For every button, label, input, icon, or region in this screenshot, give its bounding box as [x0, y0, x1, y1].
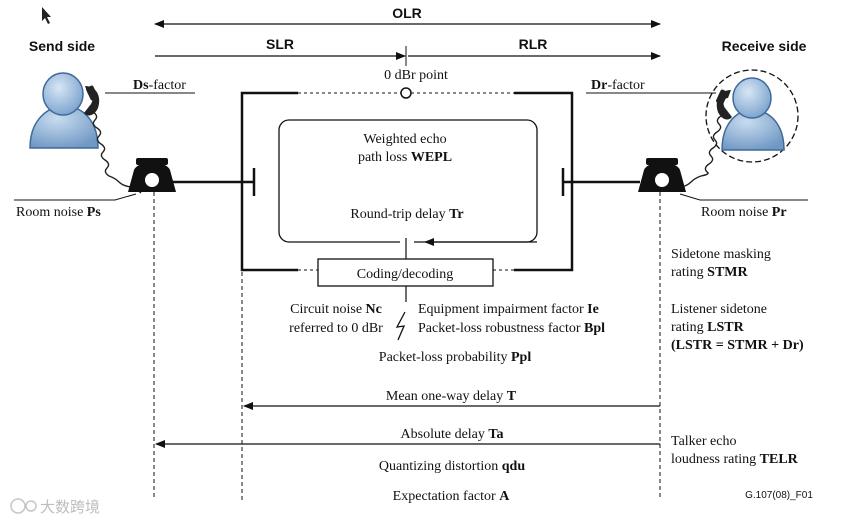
telr-label-line2: loudness rating TELR [671, 452, 799, 467]
receive-telephone-icon [638, 158, 686, 192]
olr-label: OLR [392, 5, 422, 21]
receive-side-title: Receive side [722, 38, 807, 54]
lstr-label-line1: Listener sidetone [671, 302, 767, 317]
coding-decoding-label: Coding/decoding [357, 267, 453, 282]
send-telephone-icon [128, 158, 176, 192]
receive-person-icon [705, 69, 799, 163]
room-noise-send-leader [14, 193, 137, 201]
lightning-bolt-icon [395, 311, 406, 341]
round-trip-delay-label: Round-trip delay Tr [350, 207, 463, 222]
zero-dbr-point-marker [400, 87, 412, 99]
ds-factor-label: Ds-factor [133, 78, 186, 93]
echo-box-gap [400, 236, 414, 248]
watermark-text: 大数跨境 [40, 498, 100, 516]
room-noise-receive-leader [679, 193, 808, 201]
receive-handset-cord [678, 115, 722, 189]
wepl-label-line1: Weighted echo [363, 132, 446, 147]
stmr-label-line1: Sidetone masking [671, 247, 771, 262]
equipment-impairment-label: Equipment impairment factor Ie [418, 302, 599, 317]
figure-id: G.107(08)_F01 [745, 490, 813, 501]
send-side-title: Send side [29, 38, 95, 54]
wepl-label-line2: path loss WEPL [358, 150, 452, 165]
mean-one-way-delay-label: Mean one-way delay T [386, 389, 517, 404]
room-noise-send-label: Room noise Ps [16, 205, 101, 220]
referred-label: referred to 0 dBr [289, 321, 383, 336]
lstr-formula: (LSTR = STMR + Dr) [671, 338, 804, 353]
zero-dbr-label: 0 dBr point [384, 68, 448, 83]
send-person-icon [29, 72, 100, 149]
packet-loss-robustness-label: Packet-loss robustness factor Bpl [418, 321, 605, 336]
send-handset-cord [92, 111, 142, 194]
watermark-logo: 大数跨境 [10, 498, 100, 516]
quantizing-distortion-label: Quantizing distortion qdu [379, 459, 525, 474]
dr-factor-label: Dr-factor [591, 78, 645, 93]
absolute-delay-label: Absolute delay Ta [401, 427, 504, 442]
room-noise-receive-label: Room noise Pr [701, 205, 787, 220]
stmr-label-line2: rating STMR [671, 265, 748, 280]
packet-loss-probability-label: Packet-loss probability Ppl [379, 350, 532, 365]
rlr-label: RLR [519, 36, 548, 52]
expectation-factor-label: Expectation factor A [393, 489, 511, 504]
slr-label: SLR [266, 36, 294, 52]
telr-label-line1: Talker echo [671, 434, 736, 449]
mouse-cursor-icon [42, 7, 51, 24]
circuit-noise-label: Circuit noise Nc [290, 302, 382, 317]
lstr-label-line2: rating LSTR [671, 320, 745, 335]
